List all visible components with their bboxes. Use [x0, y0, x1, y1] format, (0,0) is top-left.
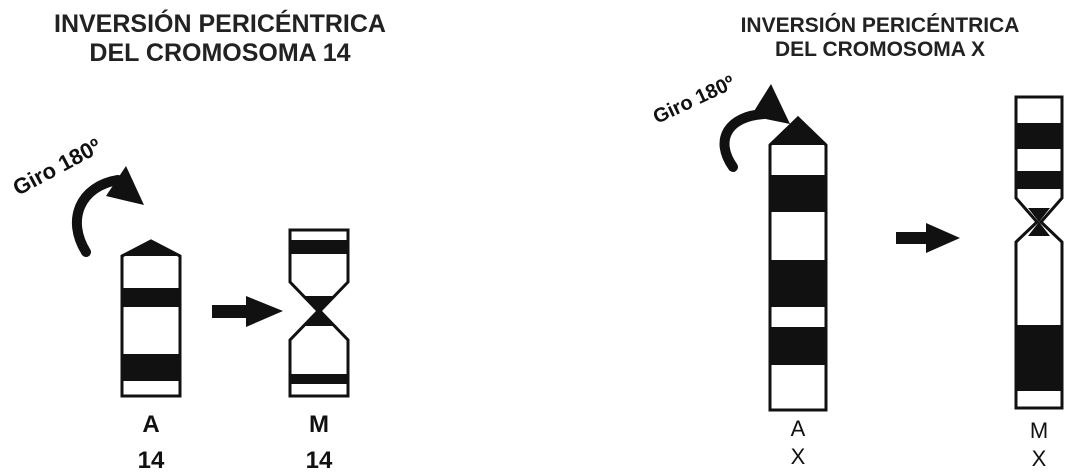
label-m-number: 14 — [305, 447, 333, 474]
title-left-line1: INVERSIÓN PERICÉNTRICA — [54, 10, 386, 38]
chromosome-14-inverted — [288, 228, 350, 398]
chromosome-x-inverted — [1014, 95, 1064, 410]
transition-arrow-left-icon — [212, 296, 283, 327]
title-chromosome-14: INVERSIÓN PERICÉNTRICA DEL CROMOSOMA 14 — [10, 10, 430, 68]
label-a-x: A X — [768, 416, 828, 470]
transition-arrow-right-icon — [896, 223, 960, 253]
chromosome-14-original — [120, 239, 182, 398]
label-m-14: M 14 — [289, 411, 349, 475]
left-panel: Giro 180º — [9, 133, 350, 398]
title-left-line2: DEL CROMOSOMA 14 — [89, 38, 351, 67]
label-m-x-name: X — [1031, 446, 1047, 471]
chromosome-x-original — [768, 115, 828, 412]
label-a-14: A 14 — [121, 411, 181, 475]
label-a-x-letter: A — [790, 416, 806, 441]
label-a-letter: A — [142, 411, 160, 438]
title-right-line1: INVERSIÓN PERICÉNTRICA — [740, 14, 1020, 37]
rotation-arrow-left-icon — [72, 166, 144, 257]
label-m-letter: M — [309, 411, 329, 438]
label-a-x-name: X — [790, 444, 806, 469]
title-chromosome-x: INVERSIÓN PERICÉNTRICA DEL CROMOSOMA X — [700, 14, 1060, 62]
right-panel: Giro 180º — [650, 72, 1064, 412]
label-a-number: 14 — [137, 447, 165, 474]
rotation-label-right: Giro 180º — [650, 72, 738, 129]
label-m-x-letter: M — [1029, 418, 1049, 443]
label-m-x: M X — [1010, 418, 1068, 472]
title-right-line2: DEL CROMOSOMA X — [774, 38, 985, 62]
rotation-arrow-right-icon — [719, 84, 790, 172]
